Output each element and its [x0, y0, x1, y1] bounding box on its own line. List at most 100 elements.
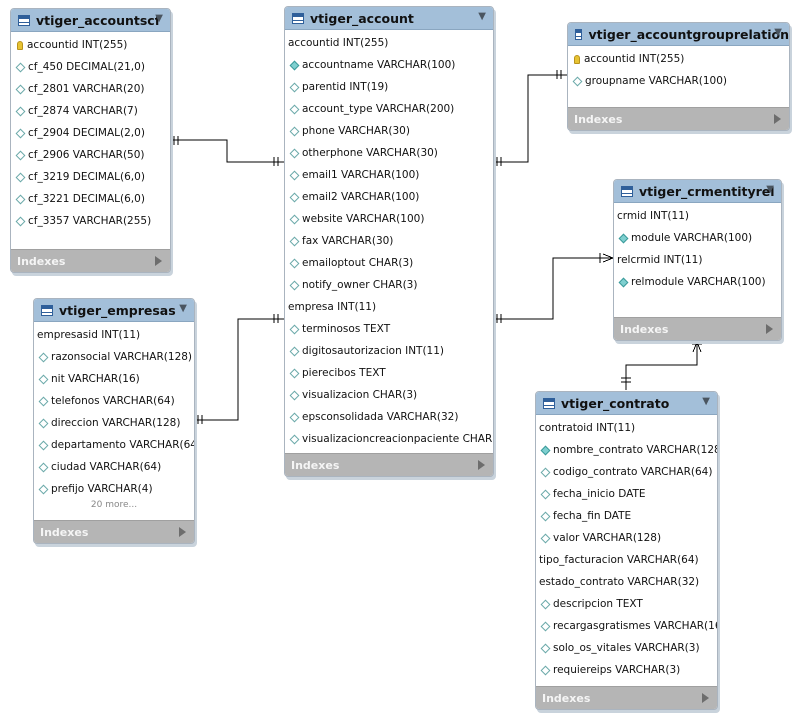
chevron-down-icon[interactable]: ▼: [766, 184, 774, 195]
column-row[interactable]: ciudad VARCHAR(64): [34, 456, 194, 478]
column-row[interactable]: accountname VARCHAR(100): [285, 54, 493, 76]
column-row[interactable]: nombre_contrato VARCHAR(128): [536, 439, 717, 461]
column-row[interactable]: fecha_inicio DATE: [536, 483, 717, 505]
column-row[interactable]: website VARCHAR(100): [285, 208, 493, 230]
column-row[interactable]: codigo_contrato VARCHAR(64): [536, 461, 717, 483]
rel-account-accountgrouprelation: [493, 70, 567, 166]
table-vtiger-empresas[interactable]: vtiger_empresas ▼ empresasid INT(11) raz…: [33, 298, 195, 544]
column-row[interactable]: relcrmid INT(11): [617, 254, 703, 266]
table-icon: [575, 28, 583, 40]
table-vtiger-account[interactable]: vtiger_account ▼ accountid INT(255) acco…: [284, 6, 494, 477]
column-row[interactable]: direccion VARCHAR(128): [34, 412, 194, 434]
column-row[interactable]: accountid INT(255): [11, 34, 170, 56]
rel-crmentityrel-contrato: [621, 340, 702, 390]
chevron-down-icon[interactable]: ▼: [702, 396, 710, 407]
column-row[interactable]: otherphone VARCHAR(30): [285, 142, 493, 164]
column-diamond-icon: [38, 440, 49, 450]
column-row[interactable]: contratoid INT(11): [539, 422, 636, 434]
table-header[interactable]: vtiger_account ▼: [285, 7, 493, 30]
column-row[interactable]: account_type VARCHAR(200): [285, 98, 493, 120]
column-row[interactable]: visualizacioncreacionpaciente CHAR(3): [285, 428, 493, 450]
column-row[interactable]: cf_3357 VARCHAR(255): [11, 210, 170, 232]
column-row[interactable]: crmid INT(11): [617, 210, 689, 222]
column-row[interactable]: recargasgratismes VARCHAR(16): [536, 615, 717, 637]
column-row[interactable]: tipo_facturacion VARCHAR(64): [539, 554, 699, 566]
table-vtiger-crmentityrel[interactable]: vtiger_crmentityrel ▼ crmid INT(11) modu…: [613, 179, 782, 341]
column-row[interactable]: relmodule VARCHAR(100): [614, 271, 781, 293]
more-columns-indicator[interactable]: 20 more...: [90, 500, 138, 510]
table-vtiger-accountgrouprelation[interactable]: vtiger_accountgrouprelation ▼ accountid …: [567, 22, 790, 131]
column-row[interactable]: digitosautorizacion INT(11): [285, 340, 493, 362]
column-row[interactable]: cf_3219 DECIMAL(6,0): [11, 166, 170, 188]
column-row[interactable]: email1 VARCHAR(100): [285, 164, 493, 186]
table-header[interactable]: vtiger_crmentityrel ▼: [614, 180, 781, 203]
column-row[interactable]: parentid INT(19): [285, 76, 493, 98]
column-row[interactable]: groupname VARCHAR(100): [568, 70, 789, 92]
column-diamond-icon: [289, 104, 300, 114]
column-row[interactable]: accountid INT(255): [568, 48, 789, 70]
column-row[interactable]: epsconsolidada VARCHAR(32): [285, 406, 493, 428]
column-row[interactable]: requiereips VARCHAR(3): [536, 659, 717, 681]
column-row[interactable]: descripcion TEXT: [536, 593, 717, 615]
table-vtiger-accountscf[interactable]: vtiger_accountscf ▼ accountid INT(255) c…: [10, 8, 171, 273]
column-diamond-icon: [572, 76, 583, 86]
column-diamond-icon: [289, 60, 300, 70]
column-row[interactable]: prefijo VARCHAR(4): [34, 478, 194, 500]
column-row[interactable]: cf_2874 VARCHAR(7): [11, 100, 170, 122]
column-diamond-icon: [15, 216, 26, 226]
column-row[interactable]: cf_2801 VARCHAR(20): [11, 78, 170, 100]
column-row[interactable]: razonsocial VARCHAR(128): [34, 346, 194, 368]
column-row[interactable]: cf_3221 DECIMAL(6,0): [11, 188, 170, 210]
chevron-down-icon[interactable]: ▼: [155, 13, 163, 24]
column-row[interactable]: estado_contrato VARCHAR(32): [539, 576, 700, 588]
column-row[interactable]: nit VARCHAR(16): [34, 368, 194, 390]
indexes-section[interactable]: Indexes: [614, 317, 781, 340]
column-row[interactable]: fecha_fin DATE: [536, 505, 717, 527]
indexes-section[interactable]: Indexes: [11, 249, 170, 272]
expand-arrow-icon[interactable]: [766, 324, 773, 334]
column-row[interactable]: visualizacion CHAR(3): [285, 384, 493, 406]
column-diamond-icon: [15, 84, 26, 94]
table-header[interactable]: vtiger_empresas ▼: [34, 299, 194, 322]
column-row[interactable]: empresasid INT(11): [37, 329, 141, 341]
column-row[interactable]: terminosos TEXT: [285, 318, 493, 340]
column-row[interactable]: notify_owner CHAR(3): [285, 274, 493, 296]
table-header[interactable]: vtiger_contrato ▼: [536, 392, 717, 415]
expand-arrow-icon[interactable]: [702, 693, 709, 703]
indexes-section[interactable]: Indexes: [34, 520, 194, 543]
column-diamond-icon: [289, 148, 300, 158]
indexes-section[interactable]: Indexes: [285, 453, 493, 476]
table-header[interactable]: vtiger_accountgrouprelation ▼: [568, 23, 789, 46]
chevron-down-icon[interactable]: ▼: [179, 303, 187, 314]
column-diamond-icon: [38, 396, 49, 406]
column-row[interactable]: empresa INT(11): [288, 301, 377, 313]
expand-arrow-icon[interactable]: [179, 527, 186, 537]
column-diamond-icon: [15, 128, 26, 138]
column-row[interactable]: phone VARCHAR(30): [285, 120, 493, 142]
expand-arrow-icon[interactable]: [155, 256, 162, 266]
table-vtiger-contrato[interactable]: vtiger_contrato ▼ contratoid INT(11) nom…: [535, 391, 718, 710]
table-header[interactable]: vtiger_accountscf ▼: [11, 9, 170, 32]
expand-arrow-icon[interactable]: [774, 114, 781, 124]
column-row[interactable]: emailoptout CHAR(3): [285, 252, 493, 274]
column-row[interactable]: departamento VARCHAR(64): [34, 434, 194, 456]
indexes-section[interactable]: Indexes: [536, 686, 717, 709]
column-row[interactable]: solo_os_vitales VARCHAR(3): [536, 637, 717, 659]
chevron-down-icon[interactable]: ▼: [774, 27, 782, 38]
column-row[interactable]: cf_2904 DECIMAL(2,0): [11, 122, 170, 144]
column-row[interactable]: cf_450 DECIMAL(21,0): [11, 56, 170, 78]
column-row[interactable]: fax VARCHAR(30): [285, 230, 493, 252]
column-row[interactable]: module VARCHAR(100): [614, 227, 781, 249]
column-row[interactable]: accountid INT(255): [288, 37, 389, 49]
chevron-down-icon[interactable]: ▼: [478, 11, 486, 22]
expand-arrow-icon[interactable]: [478, 460, 485, 470]
column-row[interactable]: cf_2906 VARCHAR(50): [11, 144, 170, 166]
column-row[interactable]: pierecibos TEXT: [285, 362, 493, 384]
column-diamond-icon: [38, 462, 49, 472]
column-row[interactable]: telefonos VARCHAR(64): [34, 390, 194, 412]
column-row[interactable]: valor VARCHAR(128): [536, 527, 717, 549]
column-row[interactable]: email2 VARCHAR(100): [285, 186, 493, 208]
indexes-section[interactable]: Indexes: [568, 107, 789, 130]
column-diamond-icon: [289, 126, 300, 136]
